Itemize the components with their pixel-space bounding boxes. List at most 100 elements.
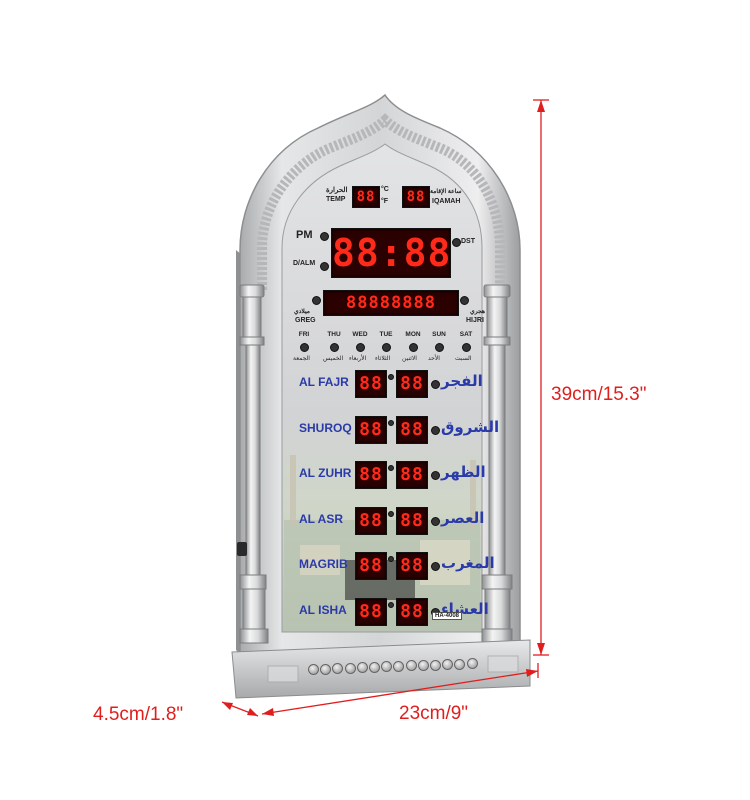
control-button[interactable]: [308, 664, 319, 675]
prayer-name-ar: الشروق: [441, 418, 500, 436]
prayer-indicator: [431, 517, 440, 526]
weekday-label: THU: [327, 331, 341, 338]
prayer-name: SHUROQ: [299, 421, 352, 435]
left-pillar-cap: [242, 296, 262, 338]
depth-label: 4.5cm/1.8": [93, 704, 184, 725]
weekday-indicator: [409, 343, 418, 352]
side-knob: [237, 542, 247, 556]
alarm-indicator: [320, 262, 329, 271]
control-button[interactable]: [442, 659, 454, 671]
weekday-indicator: [356, 343, 365, 352]
colon-dot: [388, 602, 394, 608]
weekday-label: TUE: [379, 331, 393, 338]
weekday-label: WED: [352, 331, 368, 338]
prayer-name: MAGRIB: [299, 557, 348, 571]
weekday-label-ar: السبت: [455, 355, 472, 362]
prayer-name: AL ZUHR: [299, 466, 352, 480]
colon-dot: [388, 420, 394, 426]
weekday-label-ar: الخميس: [323, 355, 344, 362]
weekday-indicator: [382, 343, 391, 352]
iqamah-label-ar: ساعة الإقامة: [430, 189, 462, 195]
hijri-label: HIJRI: [466, 317, 484, 324]
iqamah-label: IQAMAH: [432, 198, 461, 205]
right-pillar-cap: [486, 296, 508, 338]
control-button[interactable]: [320, 663, 332, 675]
greg-indicator: [312, 296, 321, 305]
temp-display: 88: [352, 186, 380, 208]
control-button[interactable]: [454, 658, 466, 670]
prayer-minute-display: 88: [396, 416, 428, 444]
hijri-label-ar: هجري: [470, 309, 486, 315]
prayer-hour-display: 88: [355, 598, 387, 626]
control-button[interactable]: [405, 660, 417, 672]
control-button[interactable]: [332, 663, 344, 675]
time-display: 88:88: [331, 228, 451, 278]
weekday-label: SUN: [432, 331, 446, 338]
prayer-minute-display: 88: [396, 552, 428, 580]
pm-label: PM: [296, 229, 313, 241]
weekday-label-ar: الأحد: [428, 355, 440, 362]
prayer-name-ar: الظهر: [441, 463, 486, 481]
fahrenheit-label: °F: [381, 198, 389, 205]
iqamah-display: 88: [402, 186, 430, 208]
weekday-indicator: [300, 343, 309, 352]
right-pillar: [488, 344, 506, 576]
weekday-indicator: [435, 343, 444, 352]
dst-indicator: [452, 238, 461, 247]
prayer-name-ar: المغرب: [441, 554, 495, 572]
prayer-minute-display: 88: [396, 370, 428, 398]
greg-label-ar: ميلادي: [294, 309, 310, 315]
control-button[interactable]: [466, 658, 478, 670]
prayer-indicator: [431, 562, 440, 571]
pm-indicator: [320, 232, 329, 241]
prayer-minute-display: 88: [396, 507, 428, 535]
colon-dot: [388, 511, 394, 517]
dalm-label: D/ALM: [293, 260, 316, 267]
prayer-minute-display: 88: [396, 461, 428, 489]
prayer-hour-display: 88: [355, 461, 387, 489]
control-button[interactable]: [344, 662, 356, 674]
control-button[interactable]: [369, 661, 380, 673]
weekday-label: SAT: [459, 331, 473, 338]
width-label: 23cm/9": [399, 703, 469, 724]
weekday-label: MON: [405, 331, 421, 338]
celsius-label: °C: [381, 186, 389, 193]
control-button[interactable]: [430, 659, 441, 671]
dimension-lines: [221, 99, 549, 717]
weekday-label-ar: الاثنين: [402, 355, 417, 362]
control-button[interactable]: [381, 661, 393, 673]
control-button[interactable]: [356, 662, 368, 674]
date-display: 88888888: [323, 290, 459, 316]
greg-label: GREG: [295, 317, 316, 324]
height-label: 39cm/15.3": [551, 384, 647, 405]
colon-dot: [388, 556, 394, 562]
prayer-hour-display: 88: [355, 507, 387, 535]
weekday-label-ar: الجمعة: [293, 355, 310, 362]
weekday-indicator: [462, 343, 471, 352]
prayer-name: AL ISHA: [299, 603, 347, 617]
temp-label-ar: الحرارة: [326, 187, 348, 194]
weekday-label: FRI: [298, 331, 310, 338]
prayer-hour-display: 88: [355, 370, 387, 398]
left-pillar: [245, 344, 261, 576]
prayer-name: AL FAJR: [299, 375, 349, 389]
prayer-name: AL ASR: [299, 512, 344, 526]
prayer-hour-display: 88: [355, 416, 387, 444]
model-number: HA-4008: [432, 612, 463, 620]
prayer-minute-display: 88: [396, 598, 428, 626]
prayer-indicator: [431, 380, 440, 389]
control-button[interactable]: [417, 659, 429, 671]
control-button[interactable]: [393, 660, 405, 672]
arch-ornament: [257, 113, 505, 290]
prayer-name-ar: الفجر: [441, 372, 483, 390]
weekday-label-ar: الثلاثاء: [375, 355, 391, 362]
prayer-name-ar: العصر: [441, 509, 485, 527]
dst-label: DST: [461, 238, 475, 245]
prayer-indicator: [431, 471, 440, 480]
prayer-indicator: [431, 426, 440, 435]
prayer-hour-display: 88: [355, 552, 387, 580]
temp-label: TEMP: [326, 196, 346, 203]
colon-dot: [388, 465, 394, 471]
hijri-indicator: [460, 296, 469, 305]
